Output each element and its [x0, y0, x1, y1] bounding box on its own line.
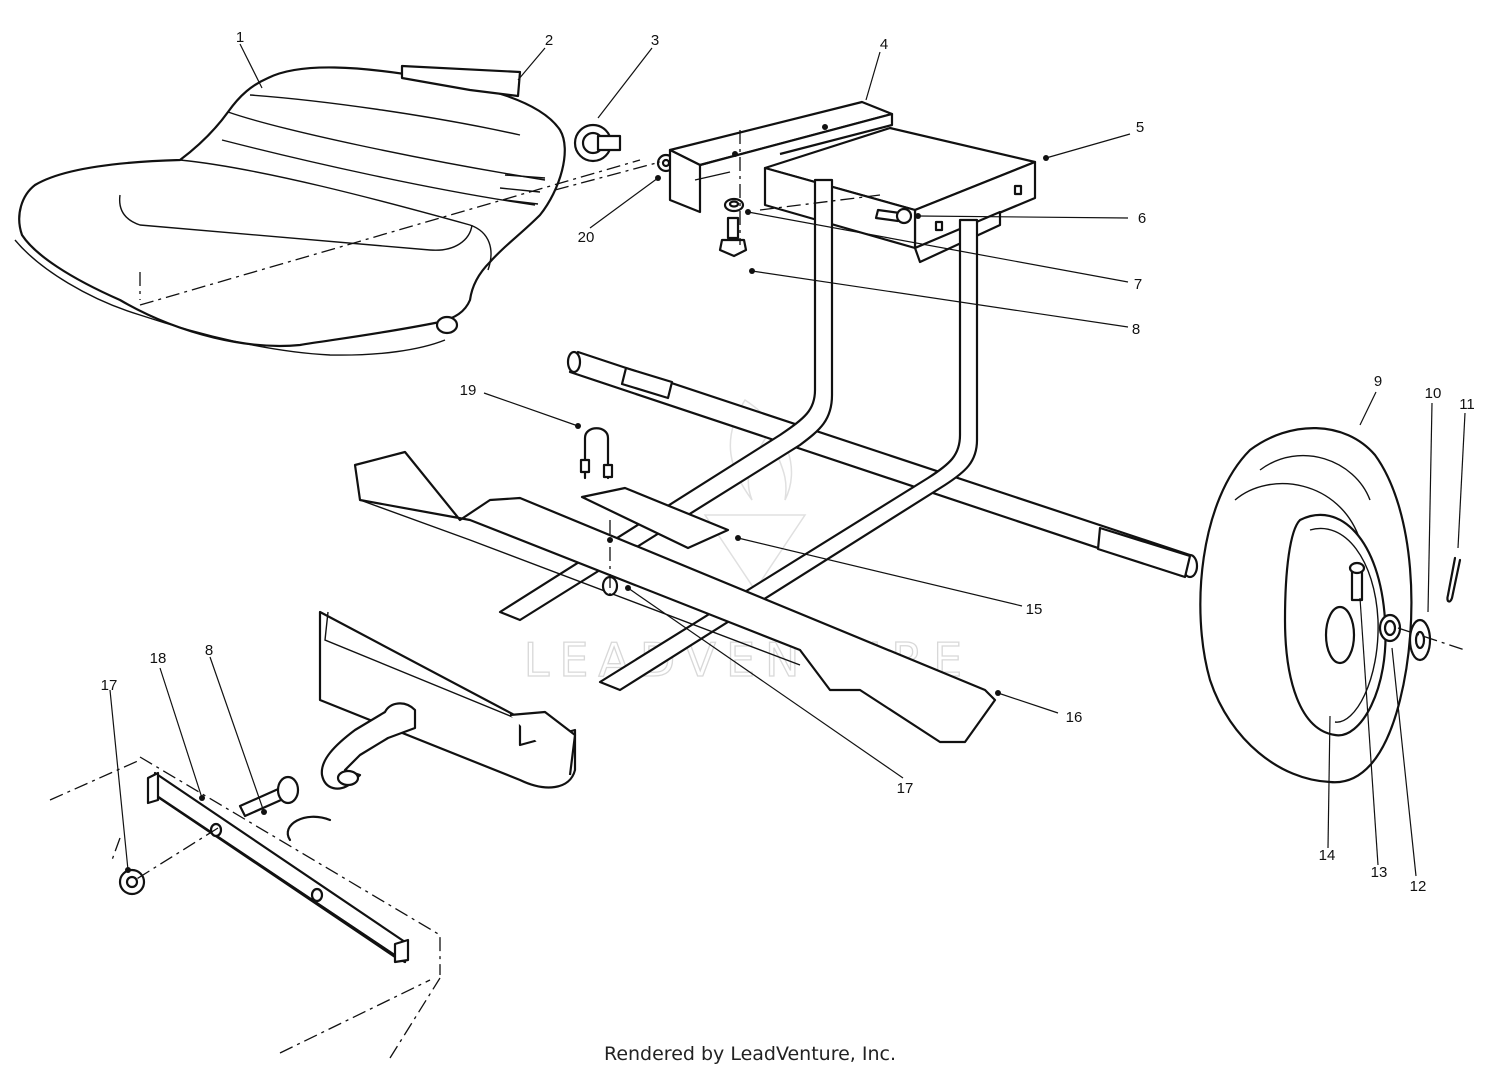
- callout-5: 5: [1136, 119, 1144, 136]
- bolt-hardware: [718, 197, 913, 258]
- knob: [573, 123, 622, 163]
- callout-17-center: 17: [897, 780, 914, 797]
- callout-9: 9: [1374, 373, 1382, 390]
- callout-1: 1: [236, 29, 244, 46]
- frame: [498, 178, 1199, 692]
- seat-support: [763, 126, 1037, 264]
- assembly-lines: [49, 130, 881, 1059]
- callout-13: 13: [1371, 864, 1388, 881]
- callout-12: 12: [1410, 878, 1427, 895]
- callout-3: 3: [651, 32, 659, 49]
- callout-16: 16: [1066, 709, 1083, 726]
- callout-6: 6: [1138, 210, 1146, 227]
- callout-4: 4: [880, 36, 888, 53]
- callout-20: 20: [578, 229, 595, 246]
- seat: [14, 66, 566, 356]
- slide-bracket: [668, 100, 894, 214]
- leader-lines: [109, 43, 1466, 877]
- wheel-assembly: [1199, 427, 1466, 784]
- callout-10: 10: [1425, 385, 1442, 402]
- callout-numbers: 1 2 3 4 5 6 7 8 8 9 10 11 12 13 14 15 16…: [101, 29, 1475, 895]
- u-bolt: [579, 427, 614, 480]
- callout-19: 19: [460, 382, 477, 399]
- clamp-plate: [580, 486, 730, 550]
- seat-plate: [400, 64, 522, 98]
- callout-14: 14: [1319, 847, 1336, 864]
- callout-8-lower: 8: [205, 642, 213, 659]
- callout-2: 2: [545, 32, 553, 49]
- callout-8-upper: 8: [1132, 321, 1140, 338]
- callout-17-left: 17: [101, 677, 118, 694]
- base-pan: [318, 450, 997, 790]
- callout-7: 7: [1134, 276, 1142, 293]
- callout-18: 18: [150, 650, 167, 667]
- callout-11: 11: [1459, 396, 1475, 413]
- hitch-bar: [118, 771, 410, 964]
- footer-credit: Rendered by LeadVenture, Inc.: [603, 1043, 897, 1065]
- callout-15: 15: [1026, 601, 1043, 618]
